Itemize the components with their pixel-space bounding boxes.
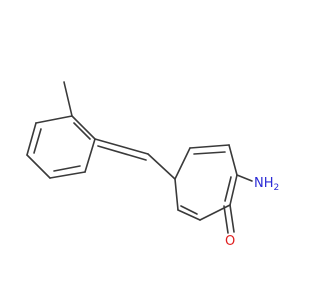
bond-aryl-vinyl [94,138,149,155]
bond-benzene-6 [35,115,73,124]
bond-tropone-7 [174,178,179,211]
bond-tropone-6 [177,209,201,221]
bond-benzene-inner-3 [33,128,42,154]
bond-c-nh2 [236,174,253,182]
hydrogen-count-subscript: 2 [274,183,280,193]
bond-vinyl-ring [147,153,176,180]
bond-vinyl-double-inner [97,145,147,161]
bond-tropone-inner-1 [193,151,226,155]
atom-labels: NH2 O [225,176,279,249]
bond-tropone-3 [228,144,238,176]
bond-benzene-5 [26,122,37,156]
bond-tropone-inner-3 [180,205,198,215]
bond-benzene-inner-1 [73,122,91,140]
atom-label-nh2: NH2 [254,176,279,193]
nitrogen-symbol: N [254,176,264,191]
hydrogen-symbol: H [264,176,274,191]
bond-benzene-inner-2 [53,165,81,172]
bond-methyl [63,81,73,117]
bond-benzene-3 [49,171,86,179]
bond-tropone-2 [189,144,230,149]
atom-label-oxygen: O [225,234,235,249]
bond-tropone-1 [174,147,191,180]
bond-c-o-2 [223,205,229,234]
bond-benzene-4 [26,154,51,179]
bond-c-o-1 [229,204,235,233]
bond-tropone-4 [229,174,238,206]
bond-benzene-1 [71,115,96,140]
bonds [26,81,253,234]
bond-benzene-2 [84,138,96,173]
bond-tropone-inner-2 [224,176,232,202]
molecule-structure-diagram: NH2 O [26,81,279,249]
